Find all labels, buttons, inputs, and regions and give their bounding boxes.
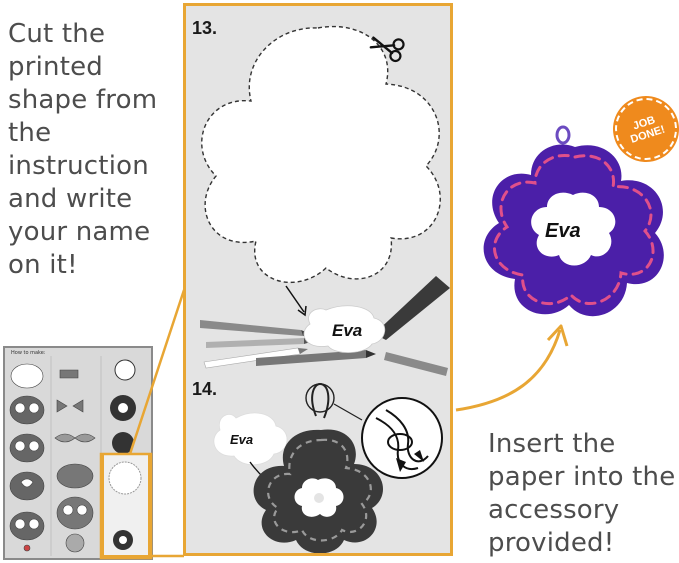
step-13-label: 13.	[192, 18, 218, 38]
thumbnail-title: How to make:	[11, 350, 46, 356]
name-paper-step14: Eva	[213, 412, 288, 466]
name-text-13: Eva	[332, 321, 362, 340]
thumbnail-drawings	[9, 356, 150, 557]
left-line: shape from	[8, 85, 158, 115]
left-line: on it!	[8, 250, 78, 280]
knot-icon	[361, 397, 443, 479]
right-line: paper into the	[488, 462, 676, 492]
panel-illustrations: Eva Eva	[200, 25, 450, 553]
left-line: instruction	[8, 151, 149, 181]
right-line: Insert the	[488, 429, 616, 459]
result-arrow	[455, 329, 562, 412]
left-instruction-text: Cut the printed shape from the instructi…	[8, 18, 178, 282]
instruction-sheet-thumbnail: How to make:	[3, 346, 153, 560]
pencil-icon	[200, 276, 450, 376]
name-text-14: Eva	[230, 432, 253, 447]
left-line: the	[8, 118, 52, 148]
right-line: accessory	[488, 495, 620, 525]
scissors-icon	[369, 36, 405, 63]
name-paper-step13: Eva	[303, 305, 386, 353]
flower-icon: Eva	[483, 125, 664, 317]
step-14-label: 14.	[192, 379, 218, 399]
felt-flower-step14	[253, 429, 383, 553]
left-line: Cut the	[8, 19, 106, 49]
result-arrow-head	[546, 324, 569, 347]
instruction-panel: 13. 14.	[183, 3, 453, 556]
finished-name-text: Eva	[545, 220, 581, 242]
right-line: provided!	[488, 528, 615, 558]
left-line: and write	[8, 184, 133, 214]
finished-accessory: Eva	[475, 125, 675, 329]
left-line: your name	[8, 217, 151, 247]
left-line: printed	[8, 52, 103, 82]
right-instruction-text: Insert the paper into the accessory prov…	[488, 428, 678, 560]
cutout-flower-shape	[201, 25, 441, 284]
